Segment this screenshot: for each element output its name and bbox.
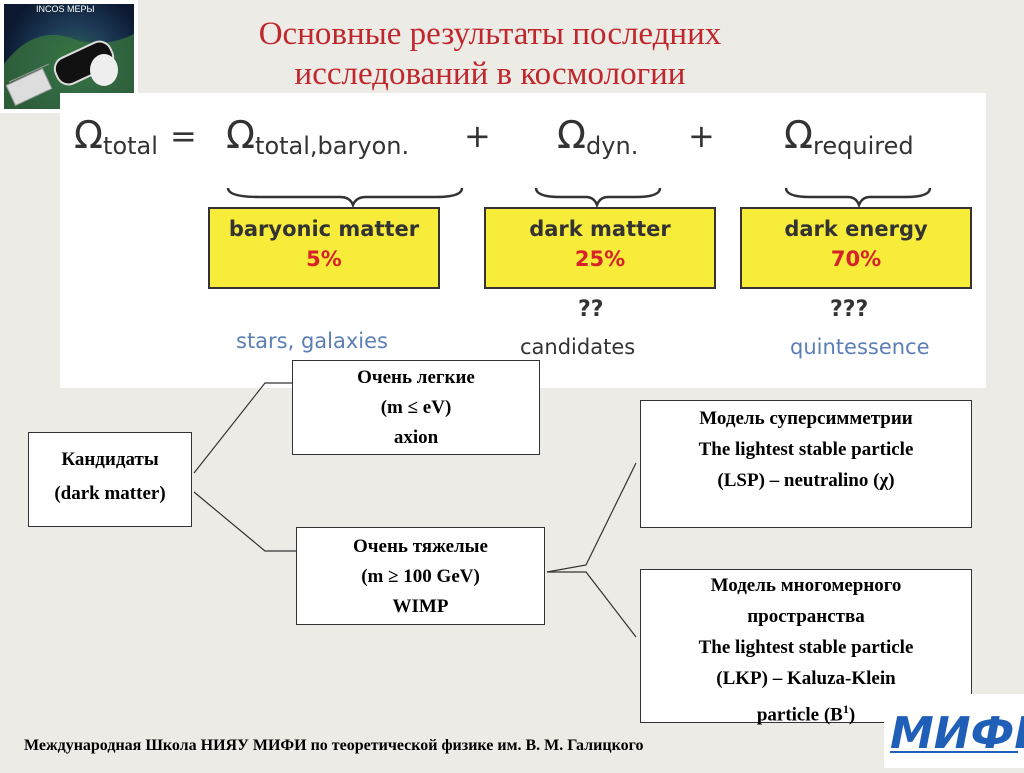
extra-line-1: Модель многомерного — [710, 575, 902, 596]
component-percent: 5% — [306, 247, 342, 271]
mifi-logo-text: МИФИ — [890, 708, 1024, 759]
line-root-heavy — [193, 491, 297, 552]
dark-matter-below: candidates — [520, 335, 636, 359]
incos-logo: INCOS МЕРЫ — [0, 0, 138, 113]
dark-energy-box: dark energy 70% — [740, 207, 972, 289]
extra-line-4: (LKP) – Kaluza-Klein — [716, 668, 896, 689]
title-line-1: Основные результаты последних — [258, 16, 722, 52]
very-light-line-3: axion — [393, 427, 439, 448]
brace-dyn — [534, 187, 662, 209]
line-root-light — [193, 382, 293, 474]
plus-sign-2: + — [688, 117, 715, 155]
very-heavy-line-1: Очень тяжелые — [353, 536, 488, 557]
component-name: dark matter — [529, 217, 671, 241]
extra-line-5: particle (B1) — [641, 694, 971, 730]
dark-matter-question: ?? — [578, 297, 604, 322]
susy-line-3: (LSP) – neutralino (χ) — [717, 470, 895, 491]
extra-line-5-end: ) — [848, 704, 856, 726]
omega-total: Ωtotal — [74, 113, 158, 160]
component-percent: 25% — [574, 247, 626, 271]
dark-energy-below: quintessence — [790, 335, 930, 359]
omega-symbol: Ω — [74, 113, 104, 157]
candidates-line-1: Кандидаты — [61, 449, 159, 470]
brace-baryon — [226, 187, 464, 209]
component-percent: 70% — [830, 247, 882, 271]
slide-title: Основные результаты последних исследован… — [180, 14, 800, 94]
omega-symbol: Ω — [784, 113, 814, 157]
susy-model-box: Модель суперсимметрии The lightest stabl… — [640, 400, 972, 528]
component-name: baryonic matter — [228, 217, 420, 241]
omega-required: Ωrequired — [784, 113, 914, 160]
plus-sign-1: + — [464, 117, 491, 155]
very-heavy-box: Очень тяжелые (m ≥ 100 GeV) WIMP — [296, 527, 545, 625]
susy-line-2: The lightest stable particle — [698, 439, 914, 460]
omega-sub-baryon: total,baryon. — [255, 132, 410, 160]
footer-text: Международная Школа НИЯУ МИФИ по теорети… — [24, 737, 644, 754]
very-light-line-2: (m ≤ eV) — [380, 397, 452, 418]
underbraces — [226, 187, 932, 209]
omega-sub-required: required — [813, 132, 914, 160]
component-name: dark energy — [784, 217, 928, 241]
dark-matter-box: dark matter 25% — [484, 207, 716, 289]
line-heavy-susy — [546, 462, 637, 573]
mifi-logo: МИФИ — [884, 694, 1024, 768]
very-light-box: Очень легкие (m ≤ eV) axion — [292, 360, 540, 455]
very-heavy-line-2: (m ≥ 100 GeV) — [361, 566, 480, 587]
baryonic-below: stars, galaxies — [236, 329, 388, 353]
omega-sub-total: total — [103, 132, 158, 160]
dark-energy-question: ??? — [830, 297, 869, 322]
extra-line-5-sup: 1 — [842, 702, 849, 716]
extra-line-5-text: particle (B — [756, 704, 843, 726]
extra-line-3: The lightest stable particle — [698, 637, 914, 658]
baryonic-matter-box: baryonic matter 5% — [208, 207, 440, 289]
logo-label: INCOS МЕРЫ — [36, 4, 95, 14]
omega-baryon: Ωtotal,baryon. — [226, 113, 410, 160]
very-light-line-1: Очень легкие — [357, 367, 475, 388]
omega-sub-dyn: dyn. — [586, 132, 639, 160]
candidates-box: Кандидаты (dark matter) — [28, 432, 192, 527]
candidates-line-2: (dark matter) — [54, 483, 166, 504]
extra-line-2: пространства — [747, 606, 865, 627]
satellite-image — [4, 4, 134, 109]
brace-required — [784, 187, 932, 209]
omega-symbol: Ω — [226, 113, 256, 157]
equals-sign: = — [170, 117, 197, 155]
formula-panel: Ωtotal = Ωtotal,baryon. + Ωdyn. + Ωrequi… — [60, 93, 986, 388]
title-line-2: исследований в космологии — [294, 56, 686, 92]
omega-dyn: Ωdyn. — [557, 113, 639, 160]
susy-line-1: Модель суперсимметрии — [699, 408, 913, 429]
very-heavy-line-3: WIMP — [392, 596, 449, 617]
line-heavy-extra — [547, 571, 637, 638]
omega-symbol: Ω — [557, 113, 587, 157]
